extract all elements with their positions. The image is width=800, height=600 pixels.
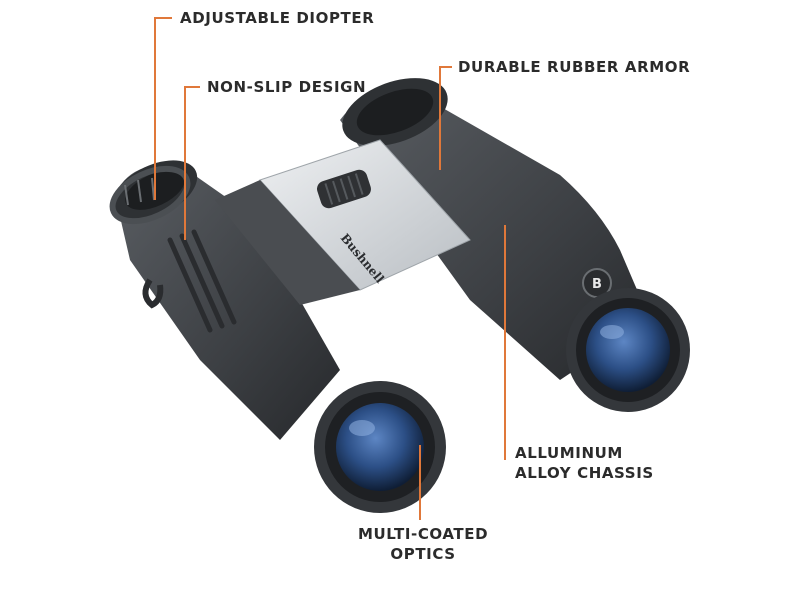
leader-line-armor [439,66,452,170]
strap-loop [142,278,164,309]
focus-wheel [317,169,371,209]
callout-aluminum-alloy-chassis: ALLUMINUM ALLOY CHASSIS [515,443,654,483]
leader-line-diopter [154,17,172,200]
grip-ridges [167,229,237,333]
callout-chassis-line2: ALLOY CHASSIS [515,464,654,482]
right-barrel [340,78,650,380]
leader-line-grip [184,86,200,240]
right-objective-lens [566,288,690,412]
callout-durable-rubber-armor: DURABLE RUBBER ARMOR [458,58,691,76]
callout-non-slip-design: NON-SLIP DESIGN [207,78,367,96]
callout-adjustable-diopter: ADJUSTABLE DIOPTER [180,9,375,27]
callout-multi-coated-optics: MULTI-COATED OPTICS [358,524,488,564]
badge-letter: B [592,277,602,292]
diopter-ring [109,165,191,225]
callout-optics-line1: MULTI-COATED [358,525,489,543]
left-objective-lens [314,381,446,513]
callout-optics-line2: OPTICS [390,545,456,563]
callout-chassis-line1: ALLUMINUM [515,444,623,462]
leader-lines [154,17,506,520]
center-bridge [215,139,471,305]
